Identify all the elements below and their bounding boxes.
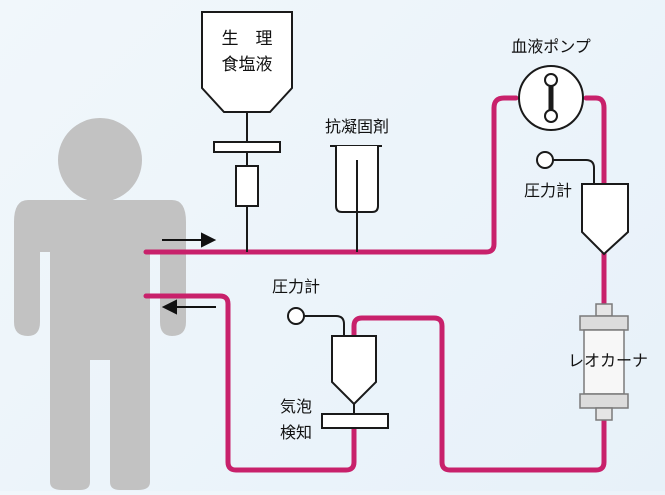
- arterial-drip-chamber: [581, 183, 629, 256]
- return-arrow-head: [161, 299, 177, 315]
- dialyzer: [579, 303, 629, 421]
- saline-drip-chamber: [235, 165, 259, 207]
- outflow-arrow-head: [201, 232, 217, 248]
- pressure-gauge-top-line: [553, 159, 595, 184]
- dialyzer-bottom-header: [579, 393, 629, 409]
- tubing: [143, 95, 607, 473]
- venous-drip-chamber: [331, 335, 377, 406]
- patient-body: [14, 200, 186, 490]
- pressure-gauge-top-dial: [536, 151, 554, 169]
- venous-chamber-group: [321, 335, 389, 429]
- pressure-gauge-bottom-line: [304, 315, 345, 336]
- bubble-detector: [321, 413, 389, 429]
- arterial-line: [143, 95, 519, 255]
- blood-pump: [518, 65, 584, 131]
- blood-pump-label: 血液ポンプ: [511, 37, 591, 56]
- bubble-detector-label-line2: 検知: [280, 423, 312, 442]
- anticoagulant-label: 抗凝固剤: [325, 117, 389, 136]
- venous-line-upper: [351, 315, 607, 473]
- pressure-gauge-bottom-label: 圧力計: [272, 277, 320, 296]
- saline-bag: [201, 11, 293, 252]
- saline-bag-body: [201, 11, 293, 113]
- pressure-gauge-bottom-dial: [287, 307, 305, 325]
- saline-clamp: [213, 141, 281, 153]
- saline-label-line1: 生 理: [222, 29, 273, 49]
- arterial-pressure-gauge: [536, 151, 595, 184]
- anticoagulant-syringe: [330, 145, 382, 252]
- dialyzer-body: [583, 329, 625, 395]
- pressure-gauge-top-label: 圧力計: [524, 181, 572, 200]
- blood-pump-roller-bottom: [544, 109, 558, 123]
- dialyzer-label: レオカーナ: [568, 351, 648, 370]
- pump-outlet-line: [583, 95, 607, 187]
- patient-figure: [14, 118, 186, 490]
- patient-head: [58, 118, 142, 202]
- flow-arrows: [161, 232, 217, 315]
- dialyzer-top-header: [579, 315, 629, 331]
- venous-pressure-gauge: [287, 307, 345, 336]
- dialyzer-top-cap: [595, 303, 613, 317]
- dialyzer-bottom-cap: [595, 407, 613, 421]
- venous-return-line: [143, 293, 357, 473]
- saline-label-line2: 食塩液: [222, 55, 273, 75]
- blood-pump-roller-top: [544, 73, 558, 87]
- bubble-detector-label-line1: 気泡: [280, 397, 312, 416]
